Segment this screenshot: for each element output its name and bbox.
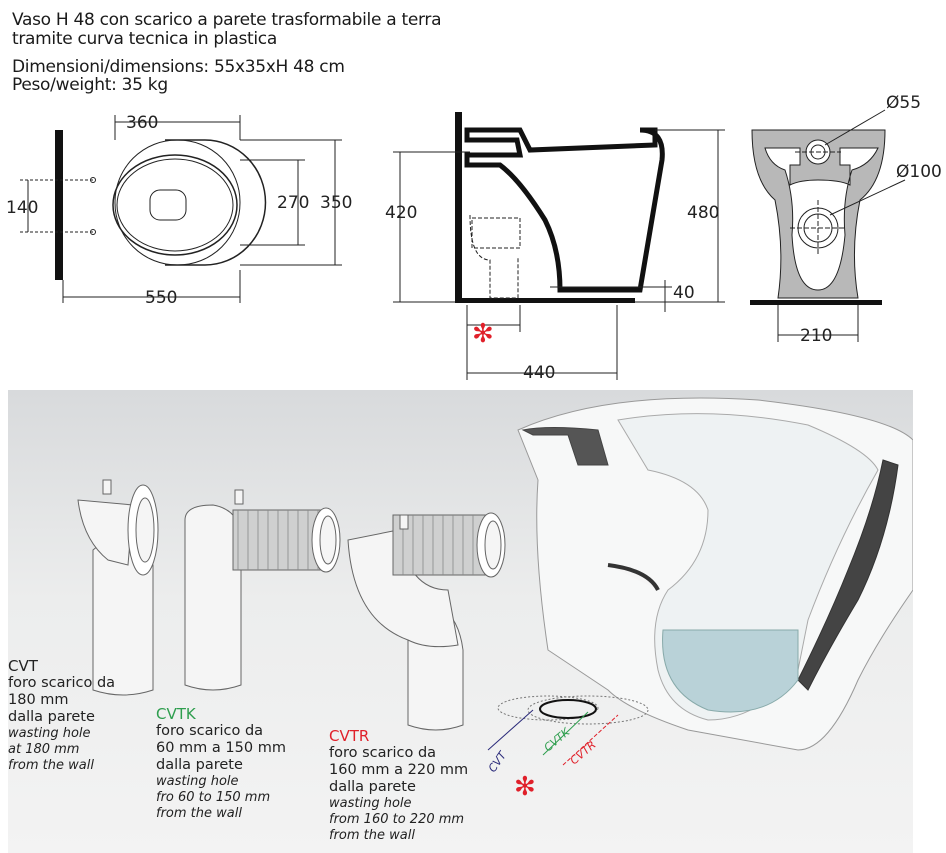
fitting-text: foro scarico da (156, 723, 264, 739)
technical-drawings: 360 140 270 350 550 420 480 40 440 ✻ Ø55… (6, 93, 942, 383)
fitting-code: CVTK (156, 705, 196, 723)
dim-140: 140 (6, 198, 38, 218)
fitting-cvtr-description: CVTR foro scarico da 160 mm a 220 mm dal… (329, 728, 468, 844)
cvtr-fitting-illustration (347, 512, 506, 731)
fitting-text: 60 mm a 150 mm (156, 740, 286, 756)
cvt-fitting-illustration (77, 479, 159, 696)
fitting-text-en: from the wall (156, 806, 242, 821)
fitting-text-en: from 160 to 220 mm (329, 812, 465, 827)
fitting-text: dalla parete (8, 709, 95, 725)
fitting-text-en: from the wall (329, 828, 415, 843)
fitting-text: dalla parete (156, 757, 243, 773)
fitting-text-en: wasting hole (329, 796, 412, 811)
dim-40: 40 (673, 283, 695, 303)
fitting-text-en: at 180 mm (8, 742, 80, 757)
title-line-2: tramite curva tecnica in plastica (12, 29, 277, 49)
dim-360: 360 (126, 113, 158, 133)
fitting-text-en: fro 60 to 150 mm (156, 790, 271, 805)
asterisk-icon: ✻ (514, 772, 536, 802)
cvtk-fitting-illustration (184, 489, 341, 691)
dim-350: 350 (320, 193, 352, 213)
floor-label-cvt: CVT (486, 748, 510, 774)
fitting-cvt-description: CVT foro scarico da 180 mm dalla parete … (8, 658, 115, 774)
asterisk-icon: ✻ (472, 319, 494, 349)
dim-480: 480 (687, 203, 719, 223)
title-line-1: Vaso H 48 con scarico a parete trasforma… (12, 10, 442, 30)
fitting-text: 160 mm a 220 mm (329, 762, 469, 778)
dim-diameter-100: Ø100 (896, 162, 942, 182)
floor-outlet-guide (487, 695, 649, 766)
fitting-text: 180 mm (8, 692, 69, 708)
fittings-render: CVT CVTK CVTR ✻ (77, 397, 913, 802)
dim-210: 210 (800, 326, 832, 346)
dimensions-text: Dimensioni/dimensions: 55x35xH 48 cm (12, 57, 345, 77)
fitting-text: foro scarico da (8, 675, 116, 691)
fitting-text-en: wasting hole (156, 774, 239, 789)
fitting-text: foro scarico da (329, 745, 437, 761)
render-panel: CVT CVTK CVTR ✻ CVT foro scarico da 180 … (8, 390, 913, 853)
dim-440: 440 (523, 363, 555, 383)
back-view-drawing: Ø55 Ø100 210 (750, 93, 942, 346)
dim-550: 550 (145, 288, 177, 308)
floor-label-cvtk: CVTK (542, 725, 573, 754)
fitting-text-en: wasting hole (8, 726, 91, 741)
fitting-cvtk-description: CVTK foro scarico da 60 mm a 150 mm dall… (156, 706, 286, 822)
dim-270: 270 (277, 193, 309, 213)
top-view-drawing: 360 140 270 350 550 (6, 113, 352, 308)
dim-diameter-55: Ø55 (886, 93, 921, 113)
fitting-code: CVTR (329, 727, 370, 745)
weight-text: Peso/weight: 35 kg (12, 75, 168, 95)
fitting-text: dalla parete (329, 779, 416, 795)
dim-420: 420 (385, 203, 417, 223)
side-view-drawing: 420 480 40 440 ✻ (385, 112, 725, 383)
floor-label-cvtr: CVTR (568, 738, 599, 767)
toilet-cutaway-render (517, 397, 913, 751)
fitting-code: CVT (8, 657, 38, 675)
fitting-text-en: from the wall (8, 758, 94, 773)
